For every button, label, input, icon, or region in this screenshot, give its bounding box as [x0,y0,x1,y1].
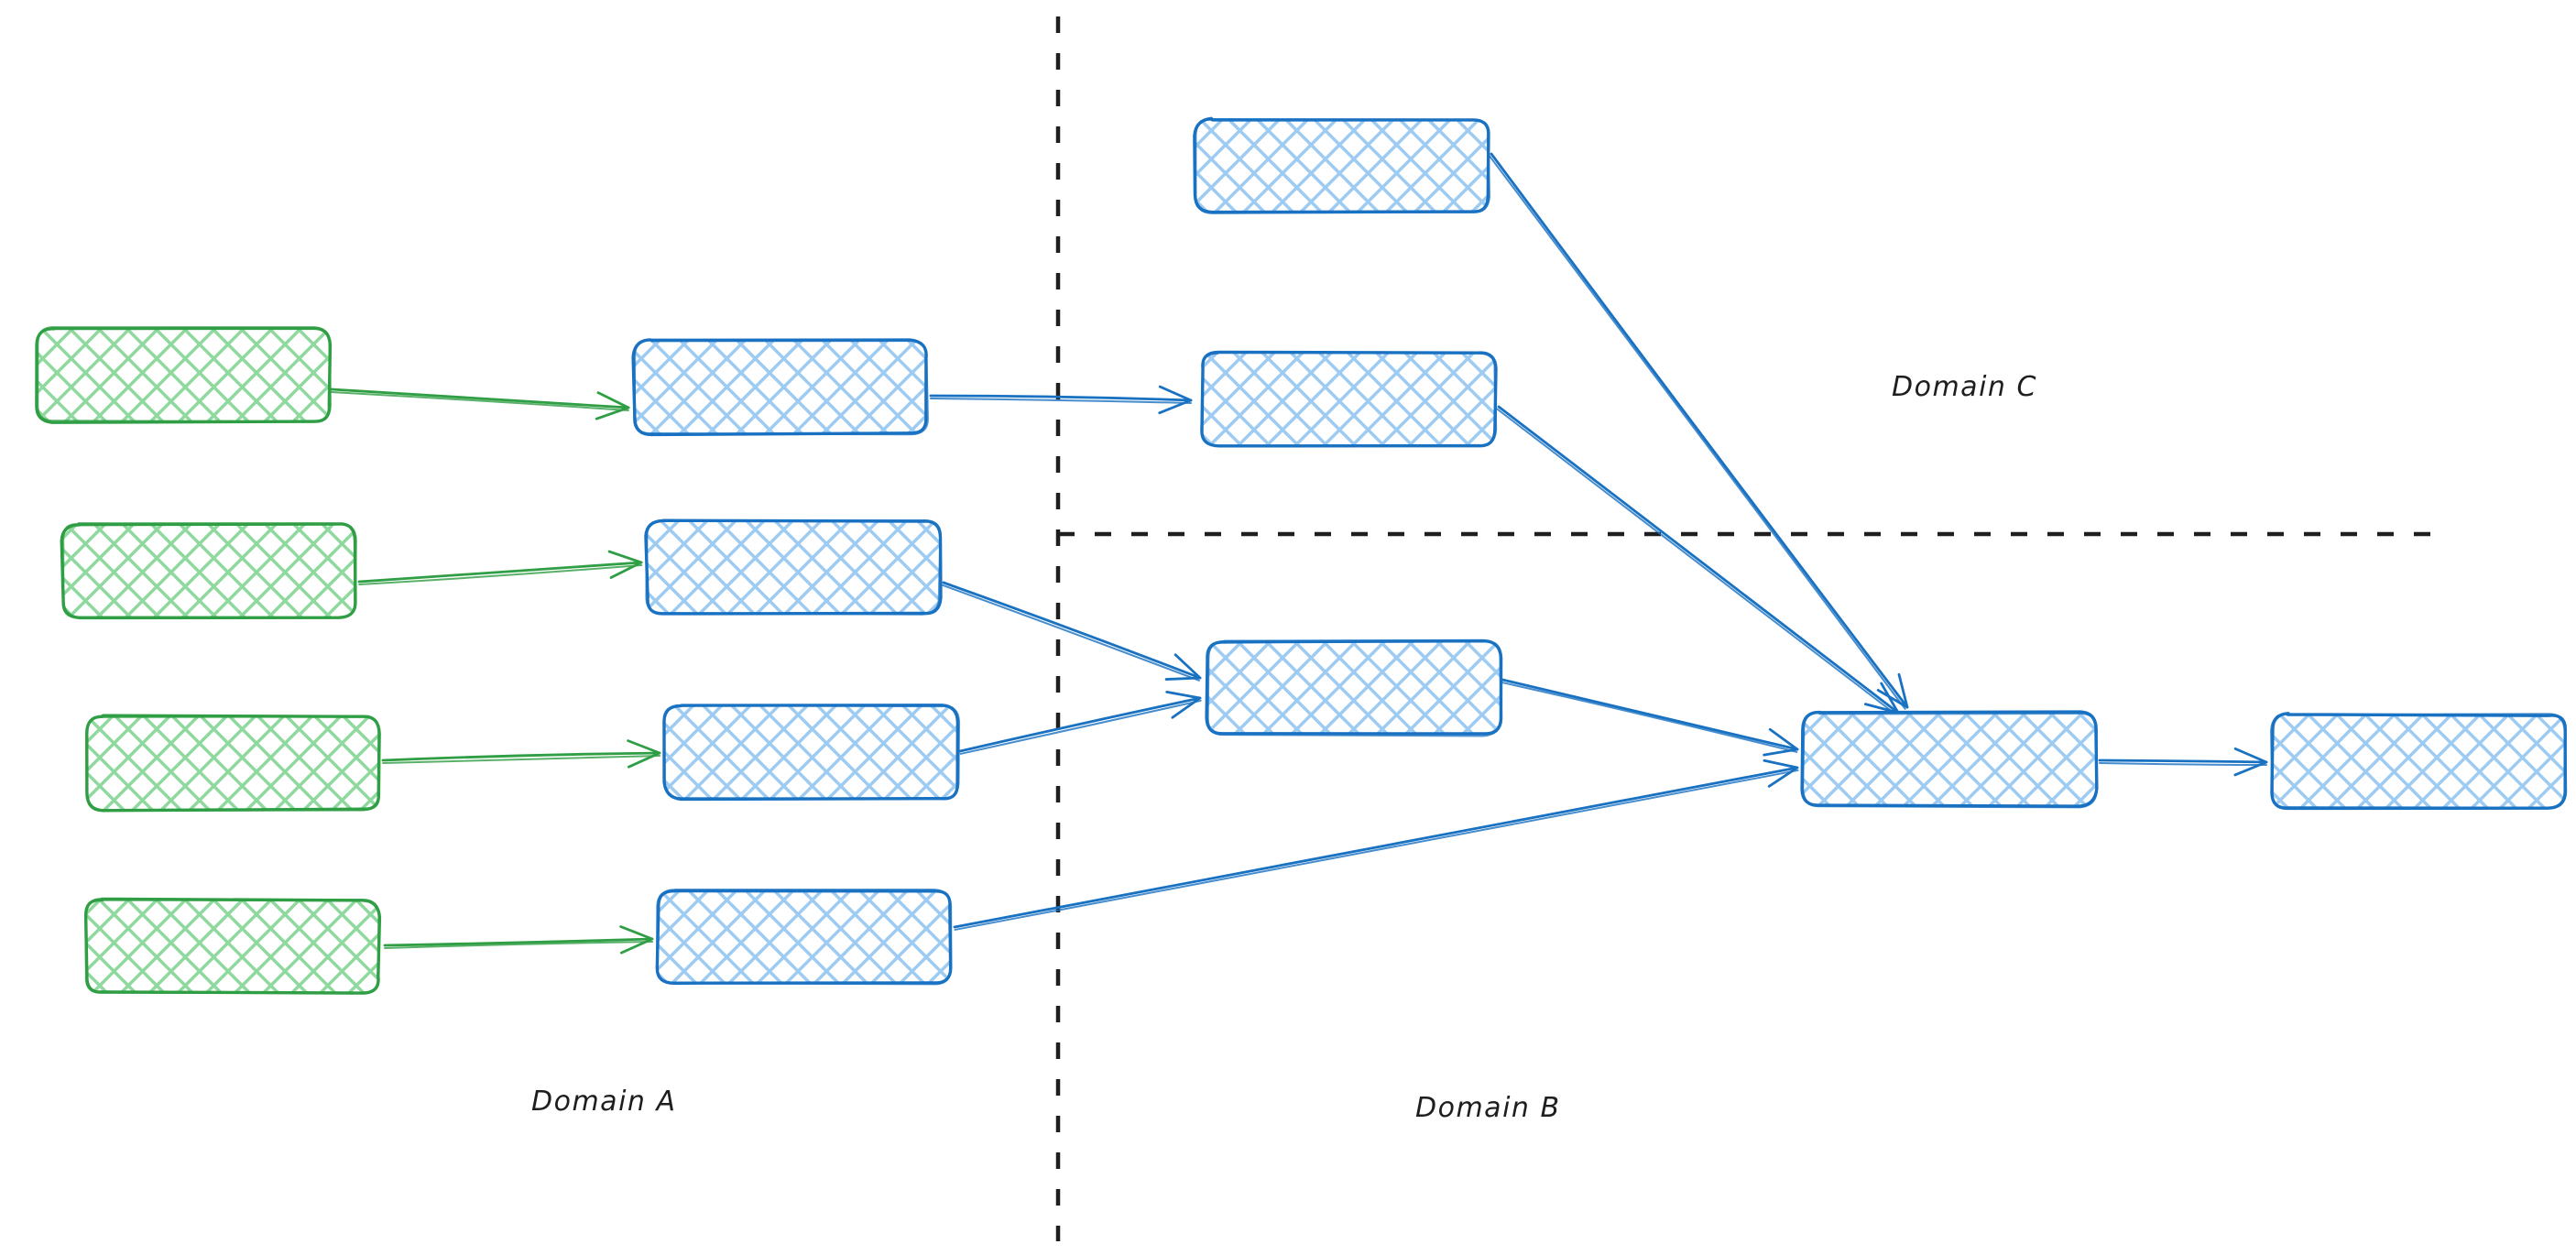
node-fill [665,705,958,800]
node-a1[interactable] [37,327,331,422]
edge-b1-c2[interactable] [931,387,1191,413]
node-b3[interactable] [664,705,959,800]
node-fill [86,716,380,811]
edge-c1-d1[interactable] [1490,154,1907,709]
edge-line [1491,154,1907,707]
node-fill [647,520,940,614]
edge-b4-d1[interactable] [955,760,1798,930]
domain-label-b: Domain B [1415,1092,1561,1124]
edge-a2-b2[interactable] [359,551,641,584]
node-fill [2272,715,2565,809]
node-fill [1207,641,1501,736]
node-c3[interactable] [1206,640,1501,736]
domain-label-c: Domain C [1892,371,2037,403]
node-d1[interactable] [1802,712,2097,807]
edge-c3-d1[interactable] [1501,680,1797,755]
edge-a3-b3[interactable] [383,741,660,768]
node-fill [86,900,379,993]
edge-line [332,389,628,408]
edge-line [332,392,628,410]
node-b2[interactable] [646,520,941,615]
node-a3[interactable] [86,715,380,811]
edge-line [955,768,1797,927]
edge-line [1497,409,1896,715]
node-e1[interactable] [2271,714,2566,809]
node-fill [634,341,928,434]
edge-line [2100,763,2266,765]
edge-line [955,770,1798,930]
edge-line [1499,407,1898,713]
node-c1[interactable] [1195,118,1490,213]
node-fill [658,890,950,985]
edge-line [1501,682,1796,752]
edge-line [943,585,1199,681]
edge-line [2100,760,2266,762]
node-fill [1195,119,1490,213]
node-a4[interactable] [86,899,380,993]
domain-label-a: Domain A [531,1086,676,1118]
node-fill [1803,713,2097,807]
edge-b3-c3[interactable] [960,692,1201,754]
edge-b2-c3[interactable] [943,583,1200,681]
node-b1[interactable] [633,340,928,435]
edge-line [960,698,1200,751]
edge-line [1502,680,1797,749]
node-b4[interactable] [657,889,951,984]
edge-c2-d1[interactable] [1497,407,1898,715]
edge-a4-b4[interactable] [385,927,652,954]
edge-line [359,562,641,582]
edge-d1-e1[interactable] [2100,748,2266,775]
edge-line [1490,156,1905,709]
node-fill [1202,353,1495,447]
edge-line [944,583,1200,678]
edge-a1-b1[interactable] [332,389,628,419]
edge-layer [332,154,2266,953]
node-fill [37,328,331,421]
node-a2[interactable] [61,523,355,617]
node-c2[interactable] [1202,352,1496,446]
node-fill [62,524,355,618]
edge-line [961,701,1201,754]
edge-line [359,565,641,584]
